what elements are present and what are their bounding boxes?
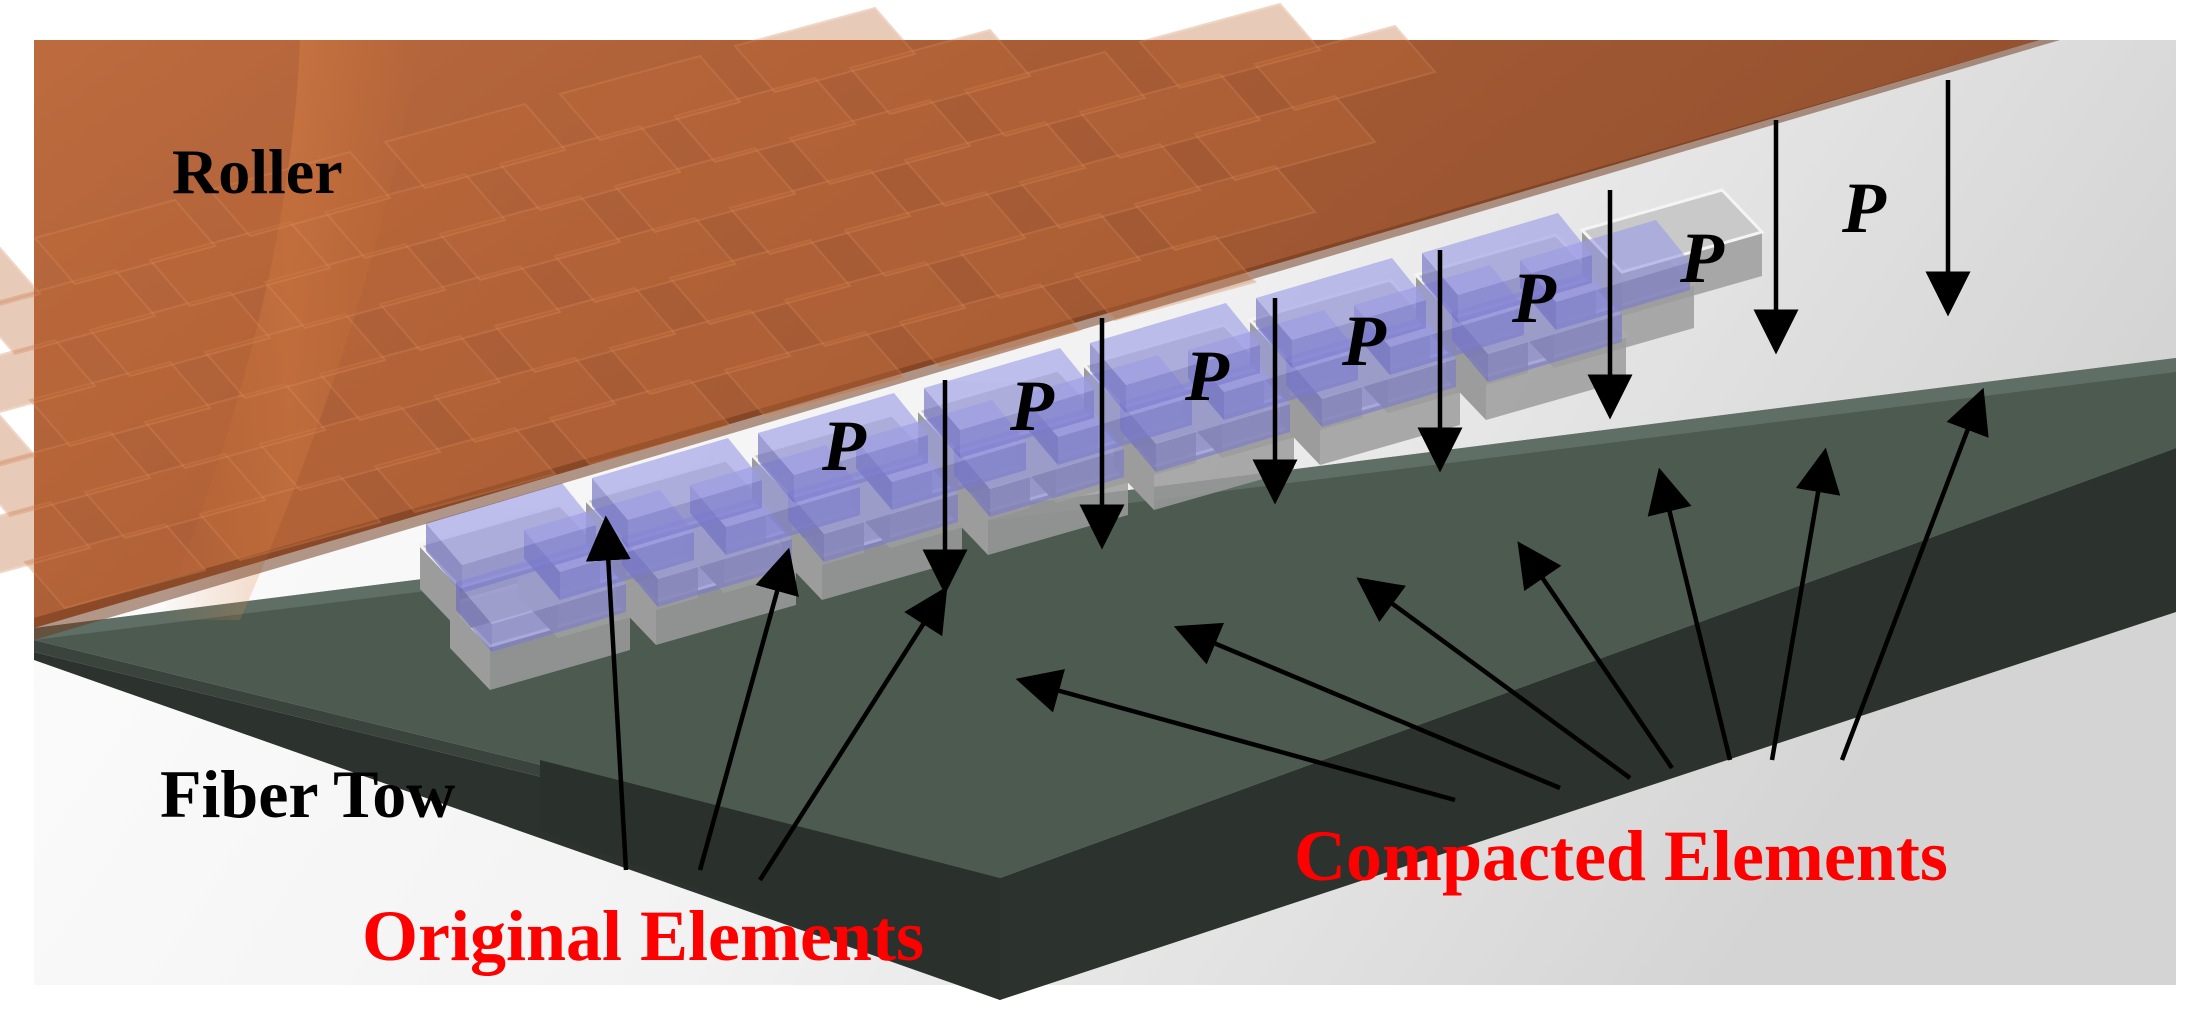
roller-element-ghost	[673, 76, 857, 164]
pressure-label: P	[1842, 168, 1886, 248]
roller-element-ghost	[263, 242, 447, 330]
compacted-element-arrow	[1173, 622, 1561, 791]
original-element-arrow	[697, 547, 799, 871]
roller-element-ghost	[383, 102, 567, 190]
roller-element-ghost	[208, 150, 392, 238]
roller-element-ghost	[728, 168, 912, 256]
pressure-label: P	[1010, 366, 1054, 446]
roller-element-ghost	[0, 338, 97, 413]
roller-element-ghost	[613, 146, 797, 234]
roller-element-ghost	[323, 172, 507, 260]
roller-element-ghost	[558, 54, 742, 142]
roller-element-ghost	[1193, 94, 1377, 182]
roller-element-ghost	[843, 190, 1027, 278]
roller-element-ghost	[0, 246, 42, 306]
roller-edge-shadow	[34, 40, 2060, 640]
roller-element-ghost	[23, 522, 207, 610]
pressure-label: P	[1342, 301, 1386, 381]
fiber-tow-front	[34, 448, 2176, 1000]
pressure-label: P	[1680, 218, 1724, 298]
roller-element-ghost	[198, 474, 382, 562]
roller-element-ghost	[148, 220, 332, 308]
compacted-element-arrow	[1356, 577, 1632, 780]
roller-element-ghost	[0, 268, 157, 356]
roller-element-ghost	[0, 414, 37, 467]
original-element-arrow	[758, 586, 948, 882]
roller-element-ghost	[783, 260, 967, 348]
roller-element-ghost	[28, 360, 212, 448]
roller-element-ghost	[898, 282, 1082, 370]
roller-element-ghost	[88, 290, 272, 378]
roller-element-ghost	[958, 212, 1142, 300]
roller-element-ghost	[788, 98, 972, 186]
roller-element-ghost	[903, 120, 1087, 208]
roller-element-ghost	[668, 238, 852, 326]
original-element	[924, 348, 1094, 458]
roller-element-ghost	[548, 378, 732, 466]
roller-label: Roller	[172, 136, 343, 207]
roller-elements-group	[0, 2, 1437, 610]
compacted-element-arrow	[1839, 387, 1989, 761]
roller-element-ghost	[258, 404, 442, 492]
original-element	[426, 483, 596, 593]
roller-element-ghost	[378, 264, 562, 352]
fiber-tow-label: Fiber Tow	[160, 756, 456, 832]
roller-element-ghost	[1073, 234, 1257, 322]
fiber-tow-front-face	[540, 760, 1000, 1000]
pressure-label: P	[1512, 258, 1556, 338]
fiber-tow-top	[34, 358, 2176, 878]
roller-element-ghost	[1138, 2, 1322, 90]
roller-element-ghost	[33, 198, 217, 286]
original-elements-label: Original Elements	[362, 896, 924, 976]
roller-element-ghost	[1018, 142, 1202, 230]
compacted-element-arrow	[1517, 541, 1674, 770]
roller-element-ghost	[1133, 164, 1317, 252]
compacted-element-arrow	[1647, 467, 1733, 761]
original-element-arrow	[585, 515, 631, 871]
roller-element-ghost	[553, 216, 737, 304]
roller-element-ghost	[83, 452, 267, 540]
roller-element-ghost	[438, 194, 622, 282]
roller-element-ghost	[848, 28, 1032, 116]
roller-element-ghost	[1078, 72, 1262, 160]
roller-element-ghost	[0, 500, 92, 574]
roller-element-ghost	[0, 430, 152, 518]
roller-element-ghost	[733, 6, 917, 94]
roller-element-ghost	[963, 50, 1147, 138]
roller-element-ghost	[608, 308, 792, 396]
roller-element-ghost	[203, 312, 387, 400]
elements-group	[417, 188, 1765, 690]
pressure-label: P	[1185, 336, 1229, 416]
roller-element-ghost	[373, 426, 557, 514]
roller-element-ghost	[433, 356, 617, 444]
roller-element-ghost	[493, 286, 677, 374]
roller-element-ghost	[723, 330, 907, 418]
compacted-element-arrow	[1015, 669, 1456, 803]
arrows-group	[585, 80, 1989, 882]
roller-element-ghost	[1253, 24, 1437, 112]
roller-element-ghost	[498, 124, 682, 212]
pressure-label: P	[822, 406, 866, 486]
original-element	[1090, 303, 1260, 413]
compacted-element-arrow	[1769, 447, 1841, 761]
original-element	[758, 393, 928, 503]
compacted-elements-label: Compacted Elements	[1294, 816, 1948, 896]
roller-element-ghost	[143, 382, 327, 470]
roller-highlight	[160, 40, 420, 620]
roller-element-ghost	[318, 334, 502, 422]
